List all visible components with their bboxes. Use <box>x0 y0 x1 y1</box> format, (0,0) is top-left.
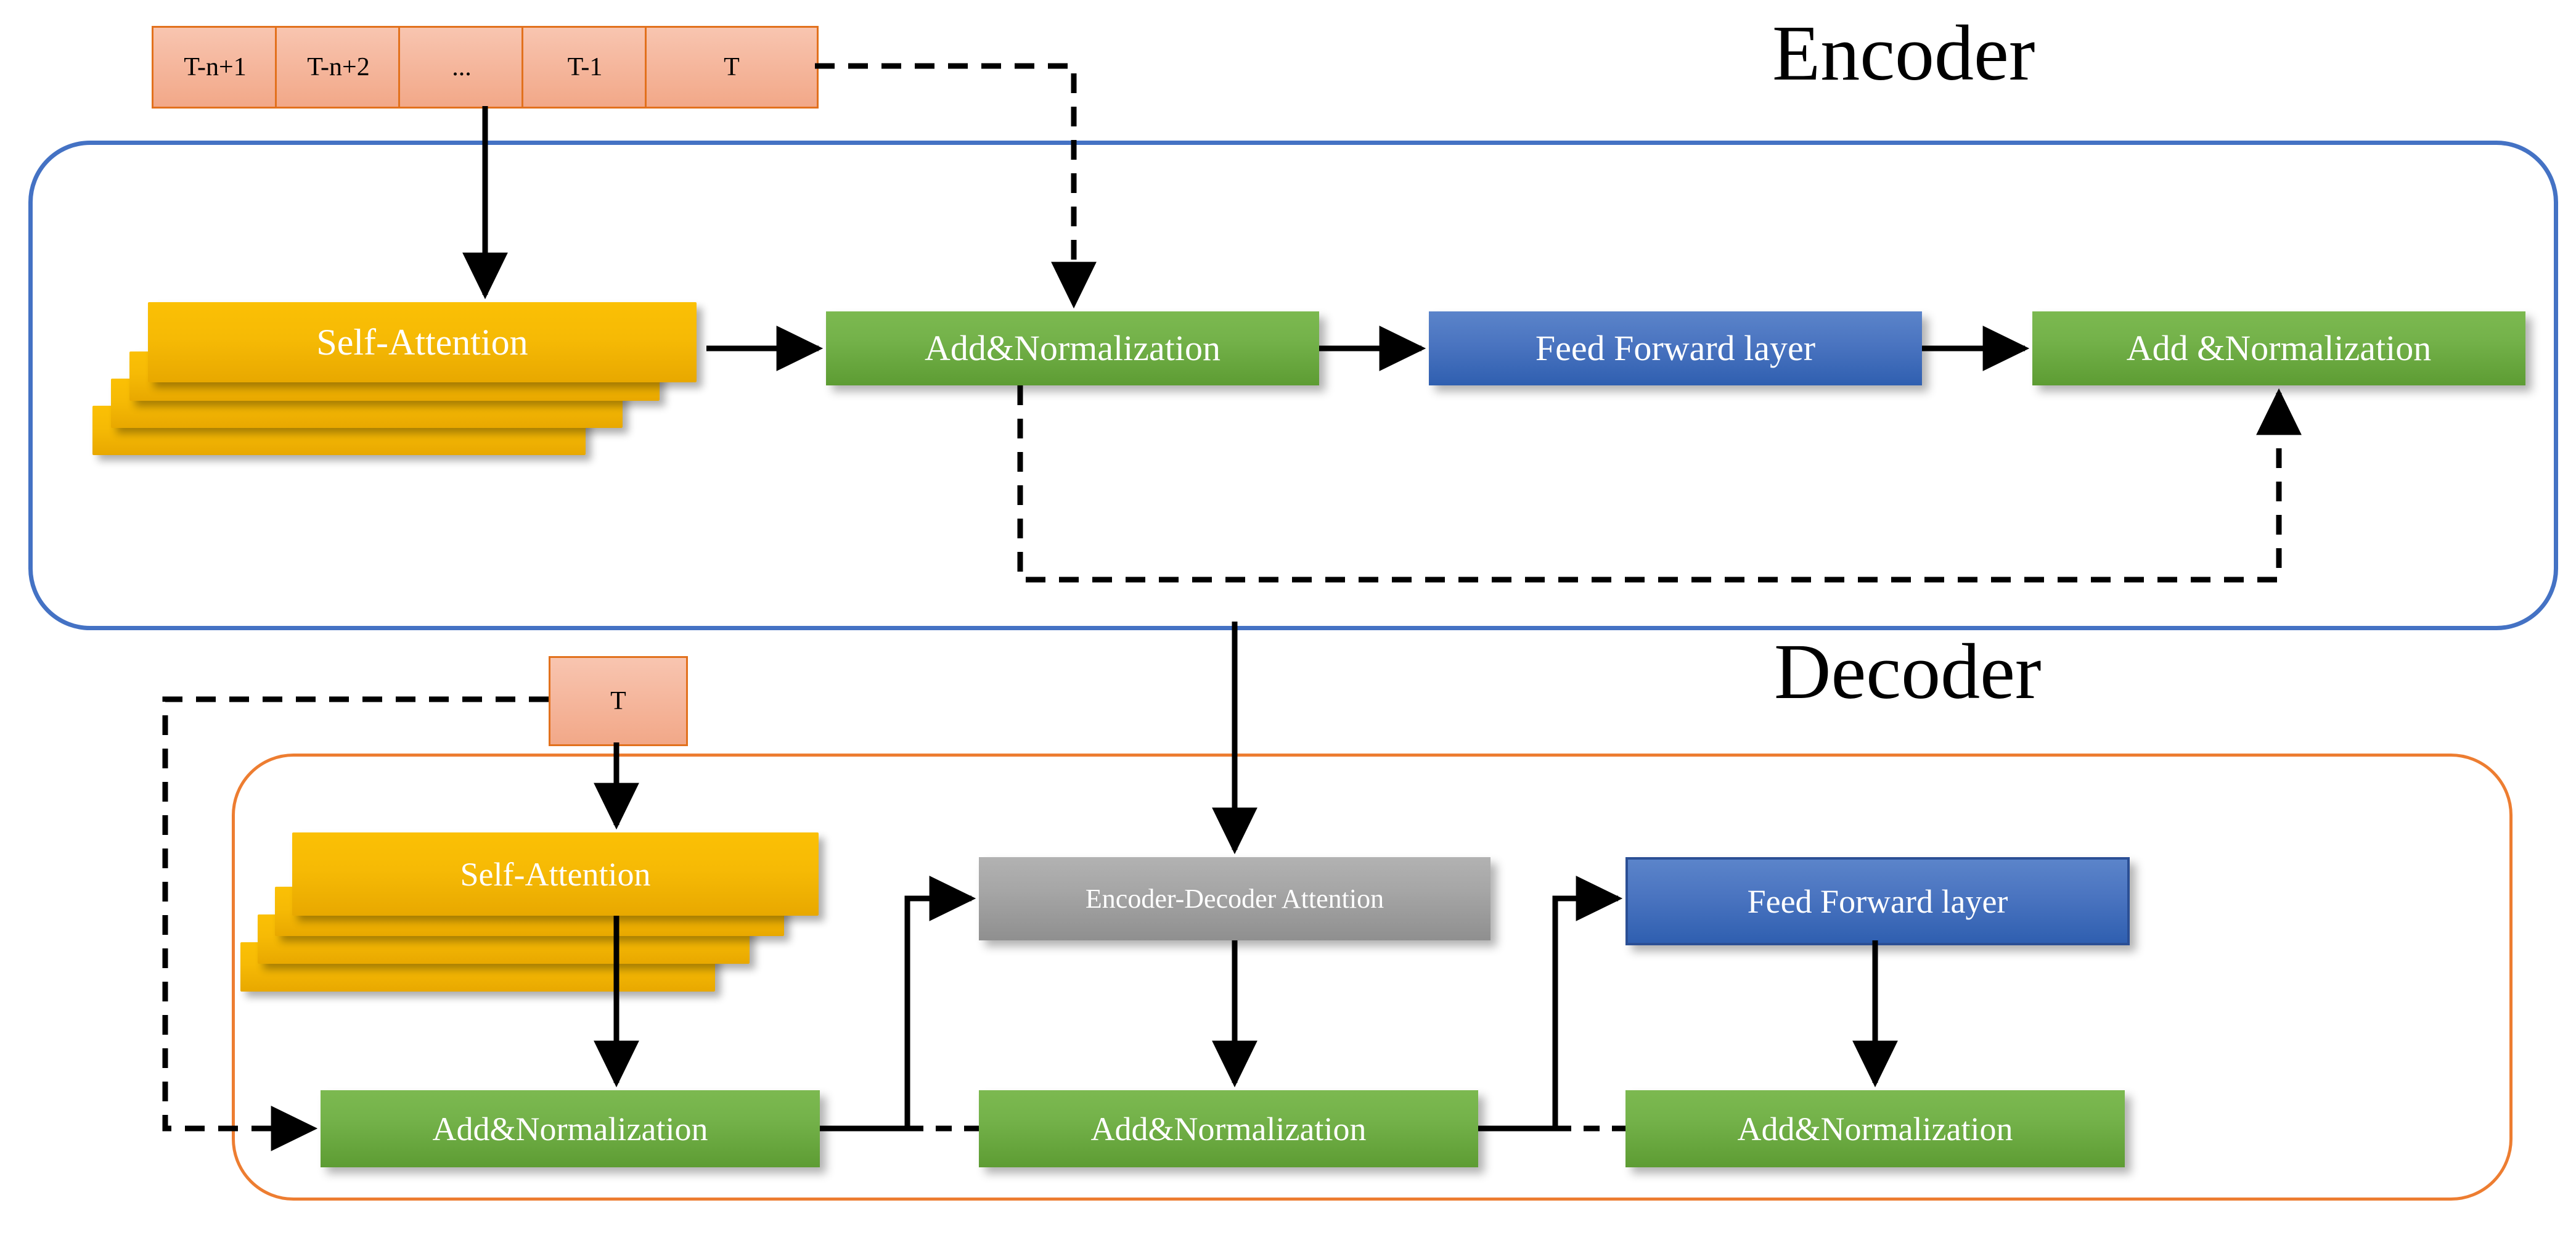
conn-residual-input-to-addnorm1 <box>815 63 1097 309</box>
conn-decaddnorm1-to-crossattn <box>820 876 976 1132</box>
dec-add-norm-1[interactable]: Add&Normalization <box>321 1090 820 1167</box>
dec-feed-forward[interactable]: Feed Forward layer <box>1625 857 2130 945</box>
encoder-title: Encoder <box>1772 9 2035 97</box>
dec-add-norm-2[interactable]: Add&Normalization <box>979 1090 1478 1167</box>
input-token-4[interactable]: T <box>645 26 819 109</box>
enc-add-norm-2[interactable]: Add &Normalization <box>2032 311 2525 385</box>
enc-self-attention[interactable]: Self-Attention <box>92 302 721 456</box>
dec-attention-layer-1-label: Self-Attention <box>292 832 819 916</box>
enc-add-norm-1[interactable]: Add&Normalization <box>826 311 1319 385</box>
decoder-title: Decoder <box>1774 628 2042 715</box>
enc-feed-forward[interactable]: Feed Forward layer <box>1429 311 1922 385</box>
input-token-3[interactable]: T-1 <box>521 26 648 109</box>
conn-residual-addnorm1-to-addnorm2 <box>1017 385 2302 583</box>
dec-cross-attention[interactable]: Encoder-Decoder Attention <box>979 857 1490 940</box>
decoder-input-token[interactable]: T <box>549 656 688 746</box>
input-token-0[interactable]: T-n+1 <box>152 26 279 109</box>
conn-residual-dectoken-to-addnorm1 <box>162 696 549 1151</box>
attention-layer-1-label: Self-Attention <box>148 302 697 382</box>
dec-add-norm-3[interactable]: Add&Normalization <box>1625 1090 2125 1167</box>
decoder-container-frame <box>232 754 2513 1201</box>
encoder-container-frame <box>28 141 2558 630</box>
dec-self-attention[interactable]: Self-Attention <box>240 832 857 993</box>
conn-decaddnorm2-to-ff <box>1478 876 1623 1132</box>
input-token-1[interactable]: T-n+2 <box>275 26 402 109</box>
input-token-2[interactable]: ... <box>398 26 525 109</box>
